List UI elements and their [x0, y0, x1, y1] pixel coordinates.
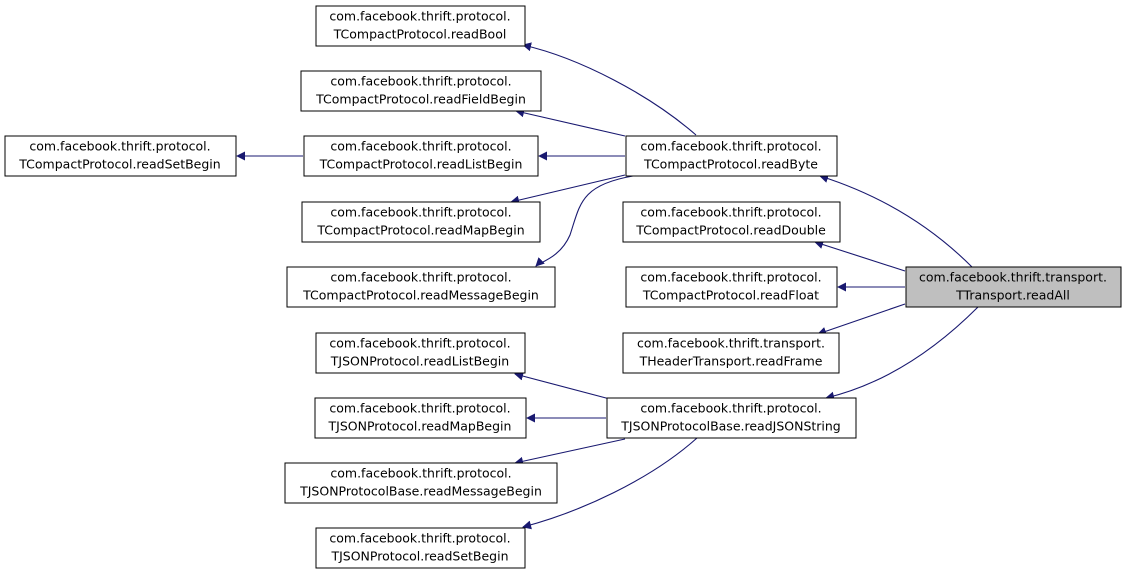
- edge-readall-to-readdouble: [814, 240, 906, 272]
- edge-readall-to-readbyte: [819, 174, 973, 268]
- edge-readall-to-readframe: [817, 303, 906, 336]
- node-label-line1: com.facebook.thrift.protocol.: [329, 9, 510, 24]
- node-label-line1: com.facebook.thrift.protocol.: [329, 401, 510, 416]
- edge-readbyte-to-readbool: [522, 42, 697, 136]
- node-tcompactprotocol-readlistbegin[interactable]: com.facebook.thrift.protocol. TCompactPr…: [303, 135, 539, 177]
- node-label-line1: com.facebook.thrift.protocol.: [640, 270, 821, 285]
- node-label-line1: com.facebook.thrift.protocol.: [640, 401, 821, 416]
- edge-readjsonstring-to-json-readsetbegin: [522, 437, 698, 530]
- node-label-line1: com.facebook.thrift.protocol.: [330, 466, 511, 481]
- edge-readjsonstring-to-json-readmessagebegin: [514, 438, 626, 466]
- node-tcompactprotocol-readmessagebegin[interactable]: com.facebook.thrift.protocol. TCompactPr…: [286, 266, 556, 308]
- node-label-line2: TCompactProtocol.readFloat: [642, 288, 819, 303]
- node-label-line1: com.facebook.thrift.protocol.: [330, 139, 511, 154]
- node-label-line1: com.facebook.thrift.protocol.: [329, 531, 510, 546]
- node-label-line2: TJSONProtocolBase.readMessageBegin: [299, 484, 542, 499]
- node-label-line1: com.facebook.thrift.transport.: [919, 270, 1107, 285]
- node-label-line1: com.facebook.thrift.protocol.: [640, 139, 821, 154]
- node-label-line1: com.facebook.thrift.protocol.: [329, 336, 510, 351]
- node-label-line1: com.facebook.thrift.transport.: [637, 336, 825, 351]
- node-label-line1: com.facebook.thrift.protocol.: [330, 74, 511, 89]
- node-label-line2: TCompactProtocol.readMapBegin: [316, 223, 524, 238]
- node-tjsonprotocol-readsetbegin[interactable]: com.facebook.thrift.protocol. TJSONProto…: [315, 527, 526, 569]
- node-tjsonprotocolbase-readjsonstring[interactable]: com.facebook.thrift.protocol. TJSONProto…: [606, 397, 857, 439]
- edge-readbyte-to-compact-readmessagebegin: [535, 175, 634, 267]
- node-label-line2: TTransport.readAll: [955, 288, 1070, 303]
- node-label-line2: TCompactProtocol.readMessageBegin: [302, 288, 539, 303]
- node-tcompactprotocol-readbool[interactable]: com.facebook.thrift.protocol. TCompactPr…: [315, 5, 526, 47]
- node-label-line2: TCompactProtocol.readDouble: [635, 223, 826, 238]
- node-label-line2: TJSONProtocol.readListBegin: [330, 354, 509, 369]
- node-label-line1: com.facebook.thrift.protocol.: [330, 205, 511, 220]
- node-ttransport-readall[interactable]: com.facebook.thrift.transport. TTranspor…: [905, 266, 1122, 308]
- node-label-line2: TCompactProtocol.readSetBegin: [18, 157, 220, 172]
- node-tcompactprotocol-readfloat[interactable]: com.facebook.thrift.protocol. TCompactPr…: [625, 266, 838, 308]
- edge-readall-to-readjsonstring: [825, 306, 979, 401]
- node-label-line2: TJSONProtocolBase.readJSONString: [620, 419, 841, 434]
- node-label-line2: TCompactProtocol.readFieldBegin: [315, 92, 526, 107]
- node-theadertransport-readframe[interactable]: com.facebook.thrift.transport. THeaderTr…: [622, 332, 840, 374]
- node-tcompactprotocol-readmapbegin[interactable]: com.facebook.thrift.protocol. TCompactPr…: [301, 201, 541, 243]
- node-tcompactprotocol-readdouble[interactable]: com.facebook.thrift.protocol. TCompactPr…: [622, 201, 841, 243]
- node-tcompactprotocol-readsetbegin[interactable]: com.facebook.thrift.protocol. TCompactPr…: [4, 135, 237, 177]
- node-label-line1: com.facebook.thrift.protocol.: [29, 139, 210, 154]
- node-label-line1: com.facebook.thrift.protocol.: [330, 270, 511, 285]
- node-label-line2: TCompactProtocol.readByte: [643, 157, 818, 172]
- node-label-line1: com.facebook.thrift.protocol.: [640, 205, 821, 220]
- node-tcompactprotocol-readbyte[interactable]: com.facebook.thrift.protocol. TCompactPr…: [625, 135, 838, 177]
- node-label-line2: TCompactProtocol.readBool: [333, 27, 507, 42]
- edge-readbyte-to-compact-readmapbegin: [510, 174, 626, 205]
- node-tjsonprotocolbase-readmessagebegin[interactable]: com.facebook.thrift.protocol. TJSONProto…: [284, 462, 558, 504]
- node-label-line2: TCompactProtocol.readListBegin: [319, 157, 523, 172]
- edge-readbyte-to-readfieldbegin: [515, 108, 626, 137]
- node-label-line2: TJSONProtocol.readSetBegin: [330, 549, 508, 564]
- node-tjsonprotocol-readmapbegin[interactable]: com.facebook.thrift.protocol. TJSONProto…: [314, 397, 527, 439]
- node-tcompactprotocol-readfieldbegin[interactable]: com.facebook.thrift.protocol. TCompactPr…: [300, 70, 542, 112]
- node-label-line2: TJSONProtocol.readMapBegin: [328, 419, 512, 434]
- node-tjsonprotocol-readlistbegin[interactable]: com.facebook.thrift.protocol. TJSONProto…: [315, 332, 526, 374]
- node-label-line2: THeaderTransport.readFrame: [639, 354, 823, 369]
